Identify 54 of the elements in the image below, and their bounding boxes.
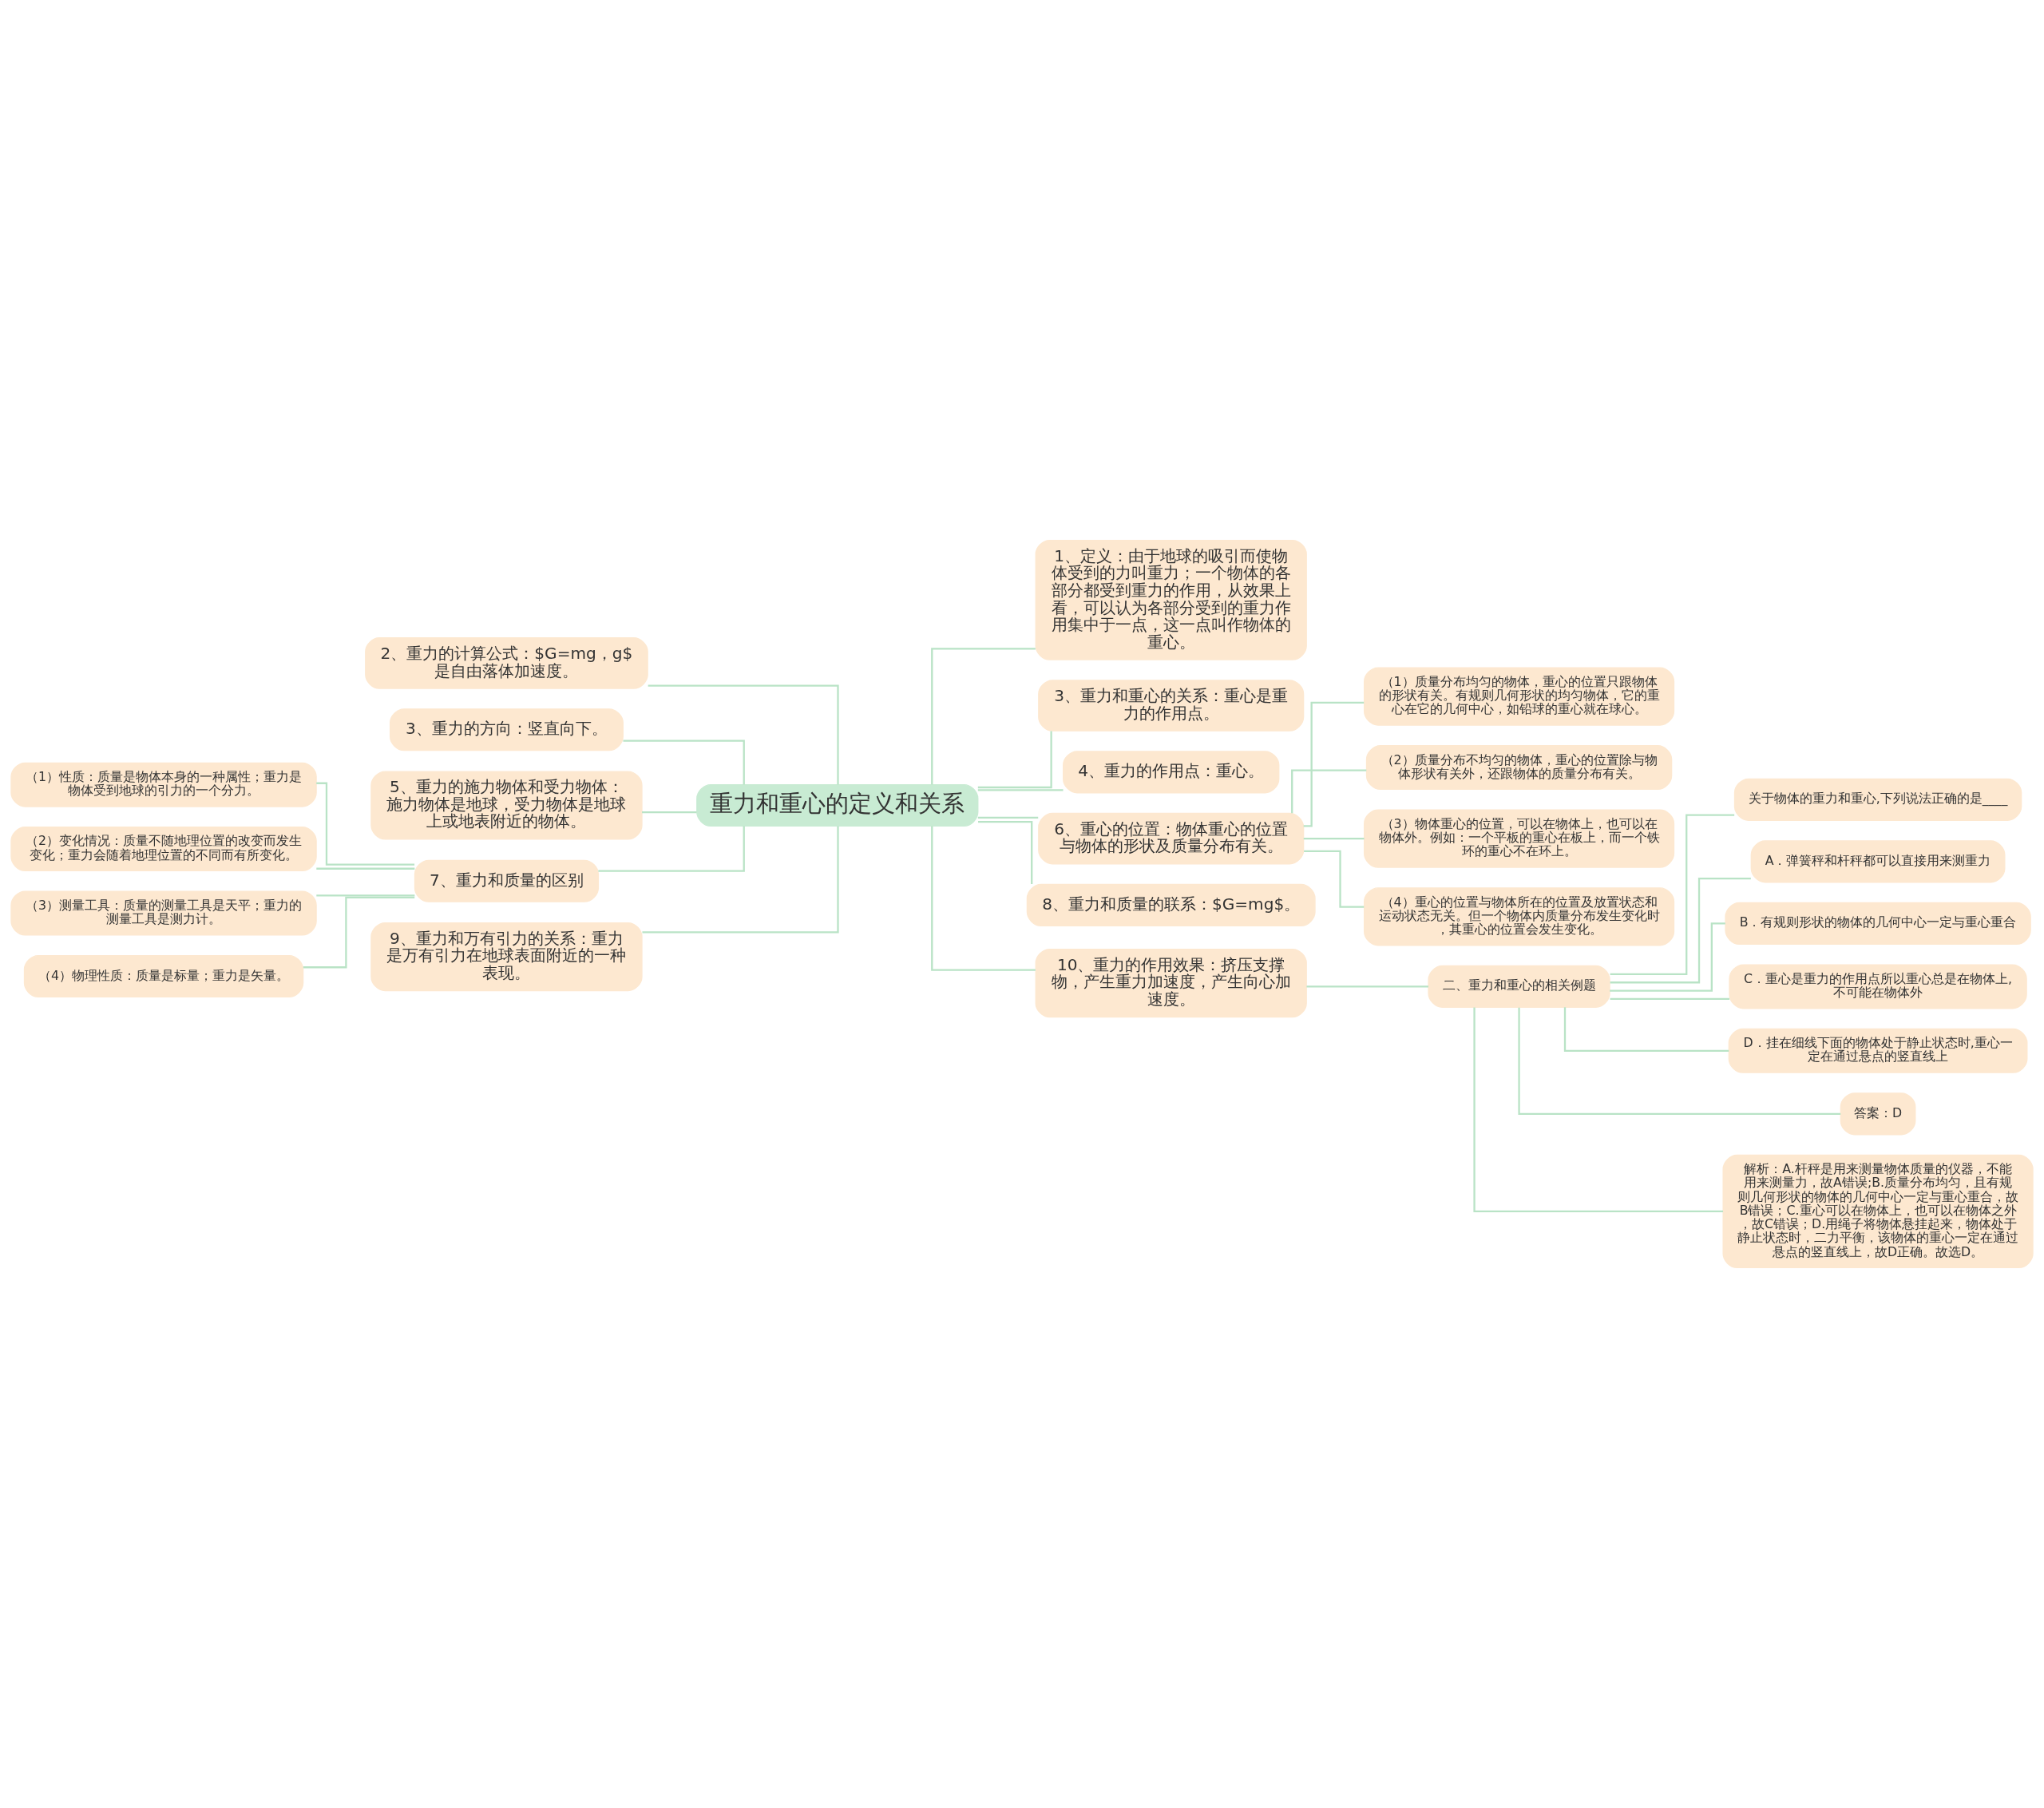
node-box: 2、重力的计算公式：$G=mg，g$是自由落体加速度。	[365, 637, 648, 689]
node-box: 5、重力的施力物体和受力物体：施力物体是地球，受力物体是地球上或地表附近的物体。	[370, 771, 643, 840]
node-box: 重力和重心的定义和关系	[696, 783, 979, 827]
connector	[978, 820, 1033, 885]
connector	[1291, 769, 1367, 814]
node-box: （4）重心的位置与物体所在的位置及放置状态和运动状态无关。但一个物体内质量分布发生变化时，其重心的位置会发生变化。	[1363, 887, 1675, 946]
connector	[931, 648, 1036, 785]
node-box: 二、重力和重心的相关例题	[1428, 965, 1610, 1008]
connector	[598, 826, 745, 872]
connector	[1610, 922, 1725, 992]
node-box: （1）质量分布均匀的物体，重心的位置只跟物体的形状有关。有规则几何形状的均匀物体，它的重心在它的几何中心，如铅球的重心就在球心。	[1363, 667, 1675, 726]
node-box: A．弹簧秤和杆秤都可以直接用来测重力	[1750, 840, 2006, 883]
connector	[623, 739, 745, 785]
connector	[1610, 997, 1730, 1001]
node-box: 答案：D	[1840, 1092, 1916, 1136]
node-box: 3、重力的方向：竖直向下。	[389, 708, 624, 751]
node-box: 6、重心的位置：物体重心的位置与物体的形状及质量分布有关。	[1038, 812, 1305, 865]
connector	[303, 896, 415, 969]
connector	[977, 731, 1052, 789]
connector	[642, 826, 839, 934]
node-box: 4、重力的作用点：重心。	[1063, 751, 1280, 794]
node-box: 10、重力的作用效果：挤压支撑物，产生重力加速度，产生向心加速度。	[1035, 949, 1307, 1018]
node-box: （4）物理性质：质量是标量；重力是矢量。	[23, 954, 304, 998]
node-box: 3、重力和重心的关系：重心是重力的作用点。	[1038, 680, 1305, 732]
node-box: （3）测量工具：质量的测量工具是天平；重力的测量工具是测力计。	[10, 890, 317, 936]
connector	[642, 811, 697, 814]
node-box: C．重心是重力的作用点所以重心总是在物体上,不可能在物体外	[1729, 964, 2027, 1009]
node-box: 关于物体的重力和重心,下列说法正确的是____	[1733, 778, 2022, 821]
connector	[1306, 985, 1429, 988]
node-box: D．挂在细线下面的物体处于静止状态时,重心一定在通过悬点的竖直线上	[1728, 1028, 2028, 1073]
node-box: B．有规则形状的物体的几何中心一定与重心重合	[1725, 902, 2031, 945]
node-box: （2）质量分布不均匀的物体，重心的位置除与物体形状有关外，还跟物体的质量分布有关。	[1365, 745, 1673, 791]
connector	[1610, 877, 1751, 984]
node-box: 8、重力和质量的联系：$G=mg$。	[1026, 883, 1316, 926]
connector	[1473, 1007, 1724, 1213]
node-box: 9、重力和万有引力的关系：重力是万有引力在地球表面附近的一种表现。	[370, 922, 643, 992]
connector	[977, 816, 1039, 819]
node-box: 7、重力和质量的区别	[414, 859, 600, 902]
connector	[1518, 1007, 1841, 1115]
connector	[931, 826, 1036, 971]
connector	[648, 684, 839, 785]
connector	[316, 894, 415, 897]
connector	[1563, 1007, 1729, 1052]
connector	[1610, 814, 1735, 976]
node-box: （1）性质：质量是物体本身的一种属性；重力是物体受到地球的引力的一个分力。	[10, 762, 317, 807]
node-box: （3）物体重心的位置，可以在物体上，也可以在物体外。例如：一个平板的重心在板上，而一个铁环的重心不在环上。	[1363, 809, 1675, 868]
node-box: （2）变化情况：质量不随地理位置的改变而发生变化；重力会随着地理位置的不同而有所变化。	[10, 827, 317, 872]
connector	[1303, 701, 1365, 827]
connector	[977, 789, 1064, 791]
connector	[316, 782, 415, 866]
node-box: 解析：A.杆秤是用来测量物体质量的仪器，不能用来测量力，故A错误;B.质量分布均匀，且有规则几何形状的物体的几何中心一定与重心重合，故B错误；C.重心可以在物体上，也可以在物体之外，故C错误；D.用绳子将物体悬挂起来，物体处于静止状态时，二力平衡，该物体的重心一定在通过悬点的竖直线上，故D正确。故选D。	[1722, 1154, 2034, 1268]
node-box: 1、定义：由于地球的吸引而使物体受到的力叫重力；一个物体的各部分都受到重力的作用，从效果上看，可以认为各部分受到的重力作用集中于一点，这一点叫作物体的重心。	[1035, 540, 1307, 660]
connector	[1303, 838, 1365, 840]
connector	[316, 867, 415, 870]
